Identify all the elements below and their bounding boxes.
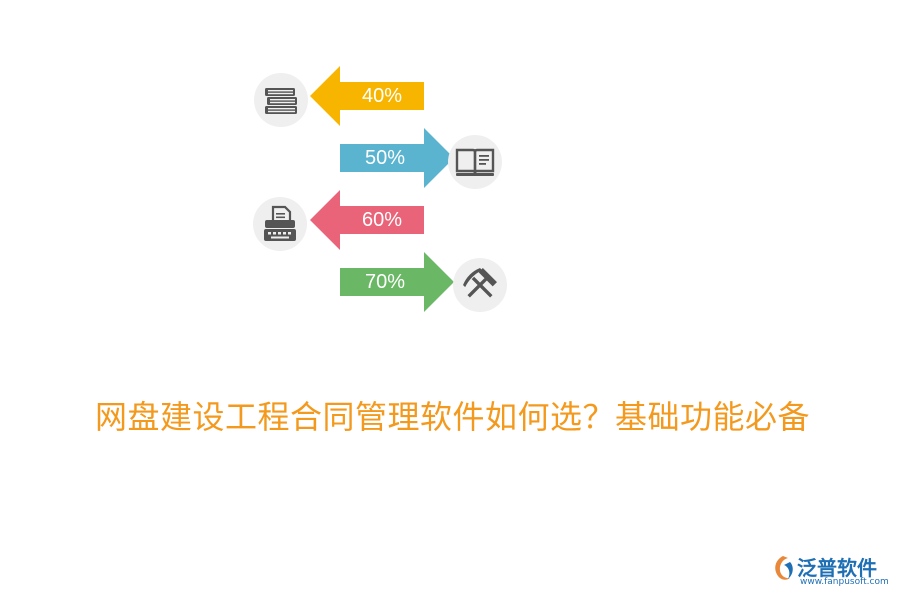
step-label-2: 50% xyxy=(364,147,406,169)
books-icon xyxy=(265,88,297,114)
brand-logo: 泛普软件 www.fanpusoft.com xyxy=(770,552,892,592)
step-label-4: 70% xyxy=(364,271,406,293)
books-icon-circle xyxy=(254,73,308,127)
step-arrow-4: 70% xyxy=(340,252,454,312)
open-book-icon xyxy=(455,148,495,176)
page-title: 网盘建设工程合同管理软件如何选？基础功能必备 xyxy=(95,398,811,436)
step-arrow-2: 50% xyxy=(340,128,454,188)
brand-url: www.fanpusoft.com xyxy=(800,577,889,587)
step-label-3: 60% xyxy=(361,209,403,231)
brand-logo-icon xyxy=(775,556,793,580)
step-label-1: 40% xyxy=(361,85,403,107)
step-arrow-1: 40% xyxy=(310,66,424,126)
step-arrow-3: 60% xyxy=(310,190,424,250)
hammer-pick-icon xyxy=(463,268,497,298)
brand-name: 泛普软件 xyxy=(797,556,877,580)
typewriter-icon xyxy=(264,205,296,241)
typewriter-icon-circle xyxy=(253,197,307,251)
hammer-pick-icon-circle xyxy=(453,258,507,312)
open-book-icon-circle xyxy=(448,135,502,189)
